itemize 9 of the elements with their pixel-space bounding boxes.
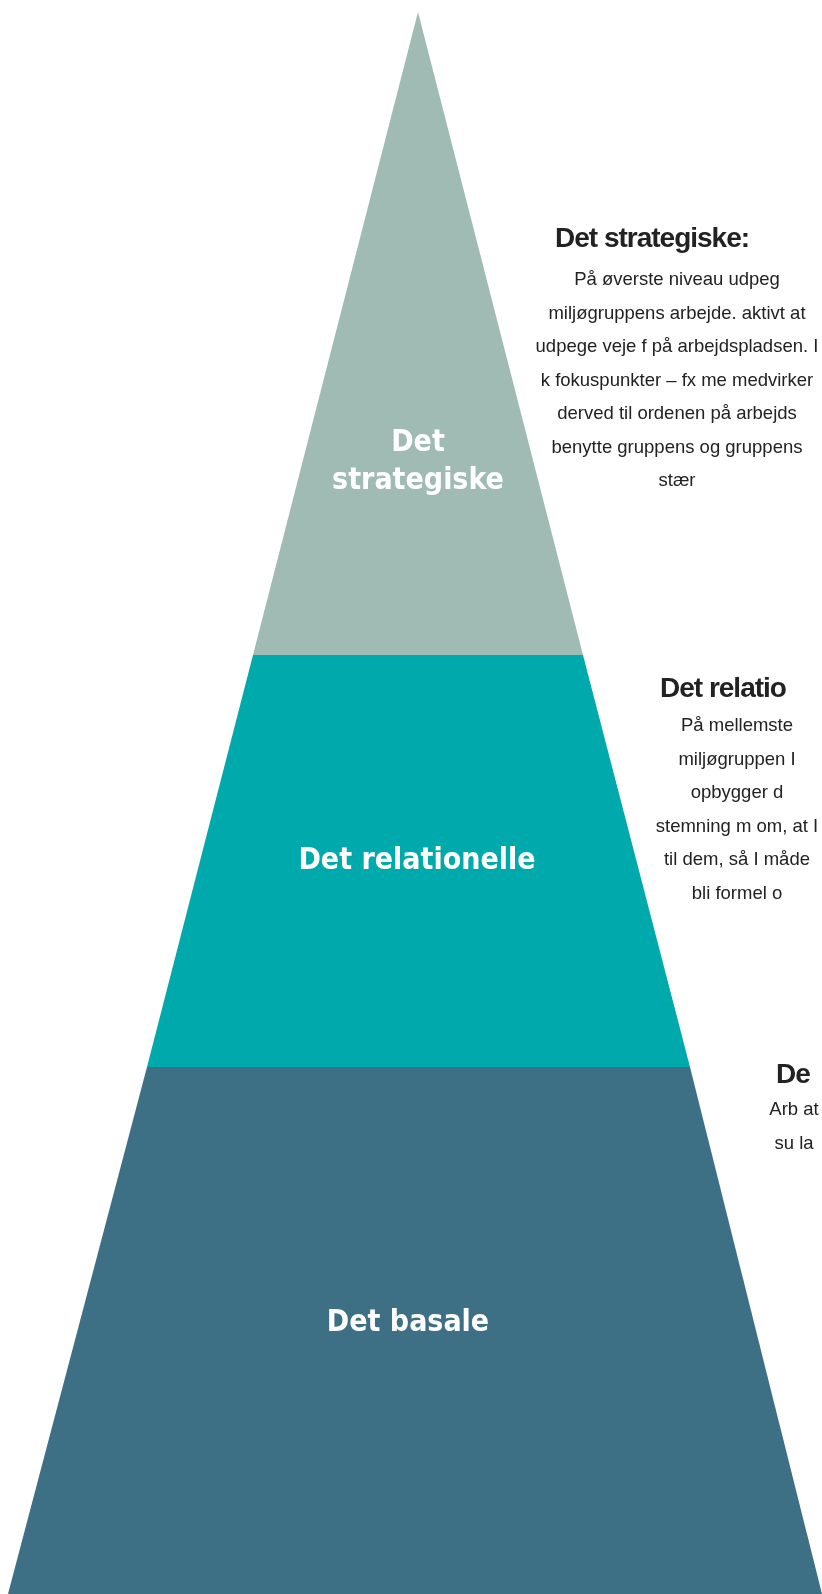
tier-description: På øverste niveau udpeg miljøgruppens arbejde. aktivt at udpege veje f på arbejdspladsen. I k fokuspunkter – fx me medvirker derved til ordenen på arbejds benytte gruppens og gruppens stær bbox=[534, 267, 820, 492]
tier-heading: De bbox=[776, 1058, 810, 1090]
tier-description: Arb at su la bbox=[768, 1097, 820, 1155]
tier-label: Det relationelle bbox=[297, 840, 537, 878]
tier-heading: Det strategiske: bbox=[555, 222, 750, 254]
tier-label: Det strategiske bbox=[331, 422, 505, 498]
tier-label: Det basale bbox=[325, 1302, 491, 1340]
tier-heading: Det relatio bbox=[660, 672, 786, 704]
tier-description: På mellemste miljøgruppen I opbygger d stemning m om, at I til dem, så I måde bli formel o bbox=[655, 713, 819, 905]
